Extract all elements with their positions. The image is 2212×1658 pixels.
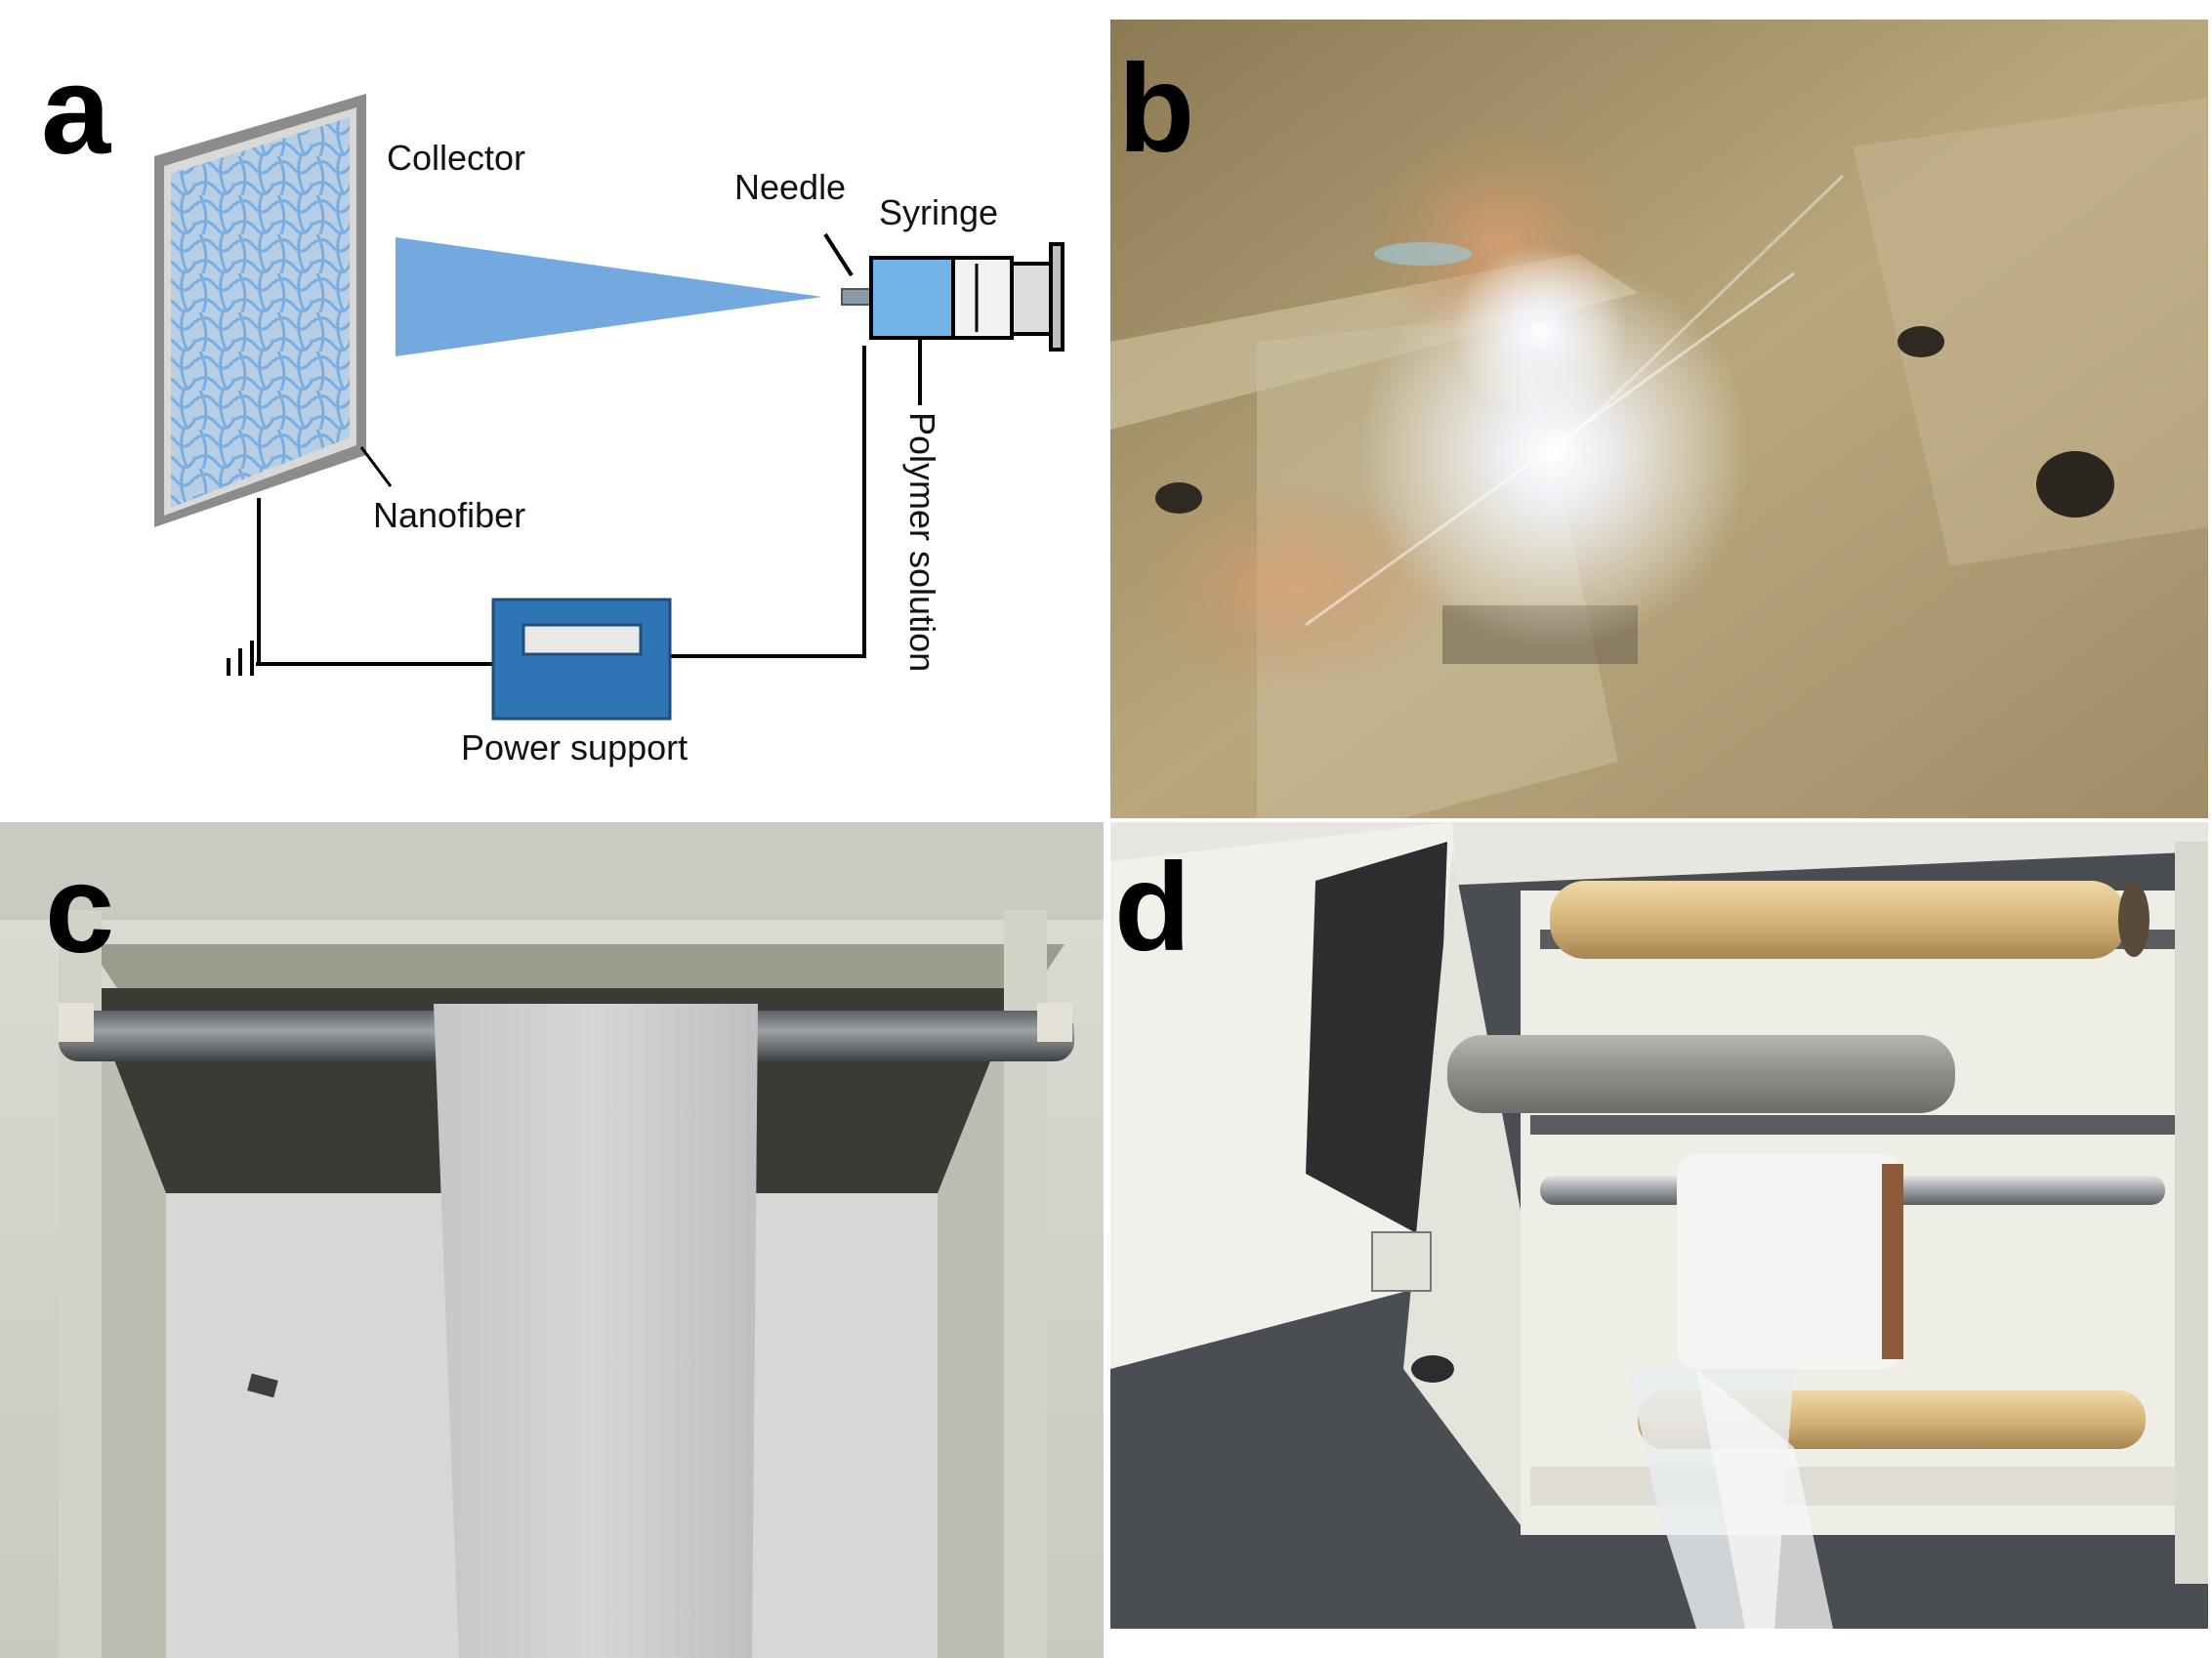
label-collector: Collector	[387, 138, 525, 178]
label-needle: Needle	[734, 167, 846, 207]
panel-b-photo: b	[1110, 20, 2208, 818]
power-supply-box	[491, 598, 672, 721]
label-power-support: Power support	[461, 727, 688, 767]
label-polymer-solution: Polymer solution	[902, 412, 942, 672]
syringe	[869, 242, 1064, 352]
panel-letter-a: a	[41, 41, 111, 181]
panel-a-schematic: a	[0, 0, 1104, 820]
panel-letter-b: b	[1118, 39, 1195, 179]
panel-d-photo: d	[1110, 822, 2208, 1629]
panel-letter-c: c	[45, 840, 115, 979]
circuit-wires	[227, 346, 866, 676]
panel-c-photo: c	[0, 822, 1104, 1658]
panel-letter-d: d	[1114, 838, 1191, 977]
label-nanofiber: Nanofiber	[373, 495, 525, 535]
fiber-jet-cone	[396, 237, 822, 356]
electrospinning-diagram: Collector Needle Syringe Nanofiber Polym…	[154, 94, 1064, 767]
label-syringe: Syringe	[879, 192, 998, 232]
needle	[841, 288, 872, 306]
collector-plate	[154, 94, 366, 527]
